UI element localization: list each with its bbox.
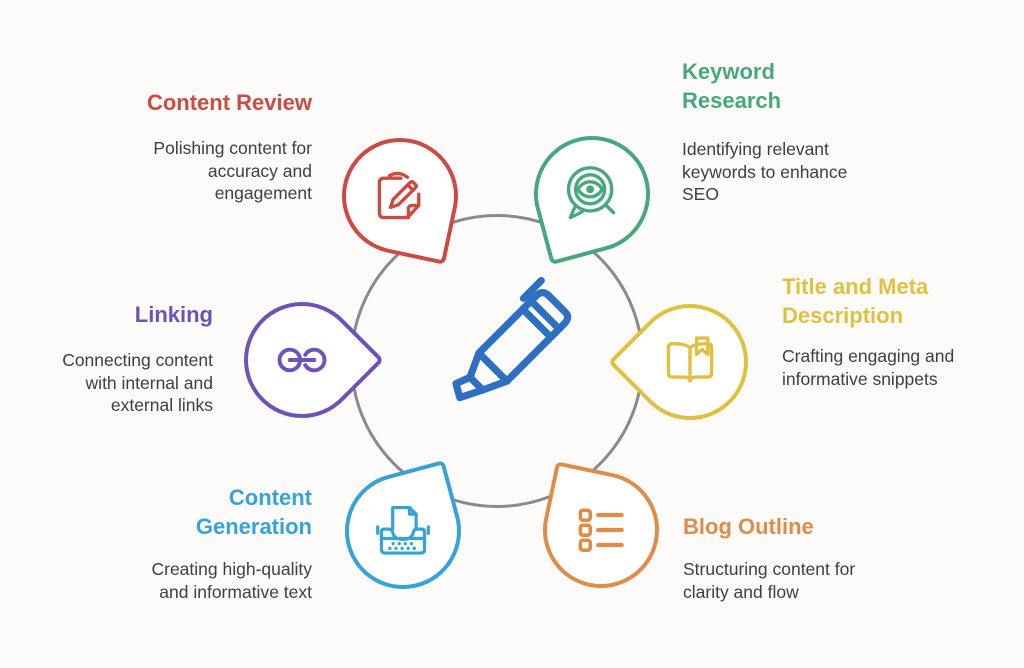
node-description-title-meta: Crafting engaging and informative snippe… (782, 346, 955, 389)
typewriter-icon (376, 505, 430, 555)
node-description-keyword-research: Identifying relevant keywords to enhance… (682, 139, 848, 204)
center-hub (408, 272, 588, 452)
node-bubble-content-review (331, 127, 469, 265)
node-description-content-generation: Creating high-quality and informative te… (151, 559, 312, 602)
node-label-linking: Linking (134, 302, 213, 327)
node-label-keyword-research: Keyword Research (682, 59, 782, 113)
node-bubble-title-meta (607, 279, 773, 445)
chain-link-icon (277, 347, 327, 373)
node-label-content-review: Content Review (146, 90, 312, 115)
node-bubble-content-generation (331, 459, 475, 603)
eye-magnifier-icon (566, 166, 616, 220)
node-label-title-meta: Title and Meta Description (782, 274, 929, 328)
node-bubble-linking (219, 277, 385, 443)
node-description-linking: Connecting content with internal and ext… (62, 350, 213, 415)
node-label-content-generation: Content Generation (195, 485, 312, 539)
open-book-bookmark-icon (666, 336, 714, 383)
highlighter-marker-icon (452, 276, 572, 402)
document-pen-icon (377, 171, 421, 220)
node-label-blog-outline: Blog Outline (683, 514, 814, 539)
node-description-blog-outline: Structuring content for clarity and flow (683, 559, 856, 602)
checklist-icon (578, 508, 624, 552)
node-bubble-keyword-research (520, 122, 664, 266)
node-bubble-blog-outline (532, 461, 670, 599)
node-description-content-review: Polishing content for accuracy and engag… (153, 138, 312, 203)
